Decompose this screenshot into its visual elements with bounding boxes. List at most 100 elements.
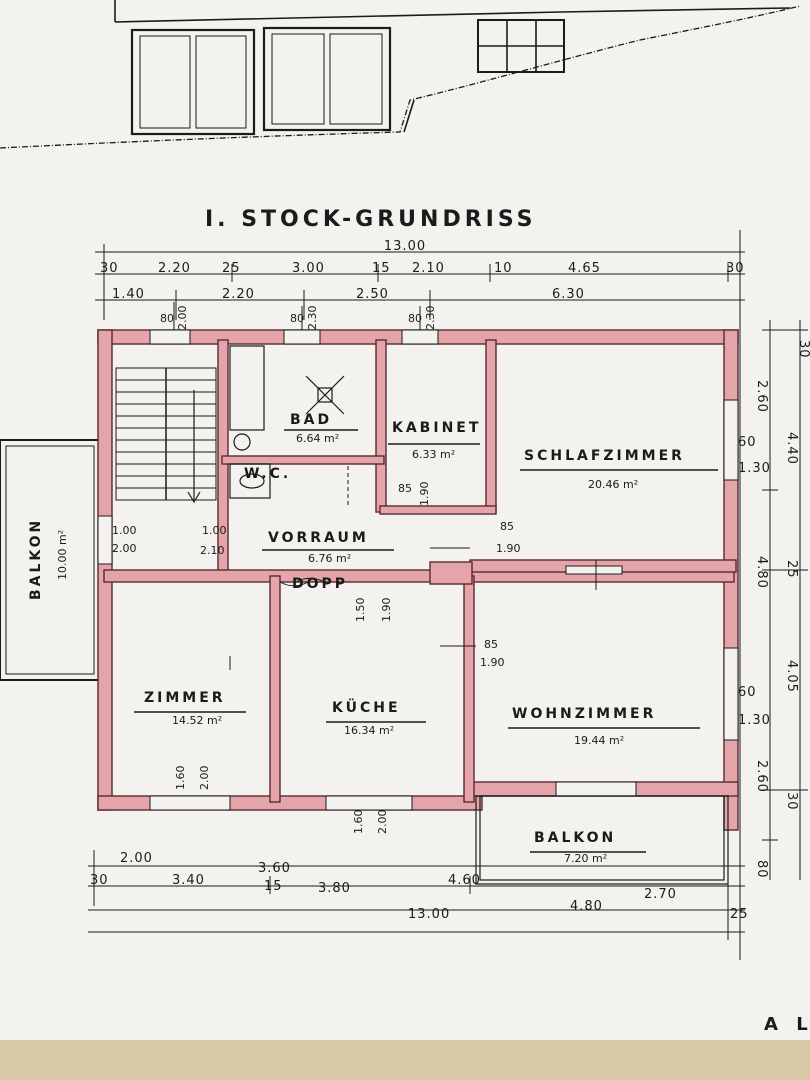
room-name-bad: BAD [290, 412, 332, 428]
room-area-bad: 6.64 m² [296, 432, 339, 445]
room-area-balkon-right: 7.20 m² [564, 852, 607, 865]
dm-17: 1.90 [480, 656, 505, 669]
dm-21: 2.00 [376, 810, 389, 835]
room-area-vorraum: 6.76 m² [308, 552, 351, 565]
room-area-zimmer: 14.52 m² [172, 714, 222, 727]
dim-bottom: 2.00 3.60 2.70 30 3.40 15 3.80 4.60 4.80… [90, 851, 749, 922]
dim-top-r2-1: 2.20 [222, 287, 255, 302]
room-name-vorraum: VORRAUM [268, 530, 369, 546]
dm-18: 1.60 [174, 766, 187, 791]
room-name-kueche: KÜCHE [332, 698, 401, 716]
room-labels: BAD 6.64 m² KABINET 6.33 m² SCHLAFZIMMER… [134, 412, 718, 865]
room-area-balkon-left: 10.00 m² [56, 530, 69, 580]
right-balcony [475, 795, 729, 885]
dim-b2-4: 4.60 [448, 873, 481, 888]
dm-1: 2.00 [176, 306, 189, 331]
dim-b2-6: 25 [730, 907, 749, 922]
dm-9: 1.90 [496, 542, 521, 555]
dim-top-r1-2: 25 [222, 261, 241, 276]
dim-r-2: 60 [738, 435, 757, 450]
room-name-balkon-left: BALKON [28, 518, 44, 600]
room-name-wohnzimmer: WOHNZIMMER [512, 706, 656, 722]
dm-15: 1.90 [380, 598, 393, 623]
dim-r-10: 2.60 [754, 760, 769, 793]
room-name-wc: W.C. [244, 466, 291, 482]
dim-top-r2-2: 2.50 [356, 287, 389, 302]
dim-b1-0: 2.00 [120, 851, 153, 866]
dm-4: 80 [408, 312, 422, 325]
dim-r-3: 4.40 [784, 432, 799, 465]
elevation-sketch [0, 0, 801, 149]
staircase [115, 367, 217, 504]
corner-text: A L [764, 1014, 810, 1035]
dim-r-5: 4.80 [754, 556, 769, 589]
dim-r-1: 2.60 [754, 380, 769, 413]
dim-top-row1: 30 2.20 25 3.00 15 2.10 10 4.65 30 [100, 261, 745, 276]
dim-b2-1: 3.40 [172, 873, 205, 888]
room-area-wohnzimmer: 19.44 m² [574, 734, 624, 747]
room-name-balkon-right: BALKON [534, 830, 616, 846]
room-name-zimmer: ZIMMER [144, 690, 226, 706]
table-edge [0, 1040, 810, 1080]
dim-top-r1-3: 3.00 [292, 261, 325, 276]
dim-r-6: 25 [784, 560, 799, 579]
dim-right-column: 30 2.60 60 4.40 1.30 4.80 25 4.05 60 1.3… [738, 340, 810, 879]
dim-r-4: 1.30 [738, 461, 771, 476]
dim-top-total: 13.00 [384, 239, 426, 254]
dm-3: 2.30 [306, 306, 319, 331]
door-dimension-marks: 80 2.00 80 2.30 80 2.30 85 1.90 85 1.90 … [112, 306, 521, 835]
dm-10: 1.00 [112, 524, 137, 537]
dim-top-r1-8: 30 [726, 261, 745, 276]
dm-2: 80 [290, 312, 304, 325]
dm-19: 2.00 [198, 766, 211, 791]
dim-r-7: 4.05 [784, 660, 799, 693]
room-name-schlafzimmer: SCHLAFZIMMER [524, 448, 685, 464]
dim-top-r1-4: 15 [372, 261, 391, 276]
dim-r-9: 1.30 [738, 713, 771, 728]
dm-5: 2.30 [424, 306, 437, 331]
dim-top-r1-0: 30 [100, 261, 119, 276]
bottom-dimensions [88, 850, 745, 940]
dim-top-r1-7: 4.65 [568, 261, 601, 276]
dim-r-0: 30 [796, 340, 810, 359]
window-openings [97, 329, 739, 811]
dim-top-r1-1: 2.20 [158, 261, 191, 276]
dim-b1-1: 3.60 [258, 861, 291, 876]
dim-top-r1-5: 2.10 [412, 261, 445, 276]
room-name-kabinet: KABINET [392, 420, 481, 436]
room-area-kueche: 16.34 m² [344, 724, 394, 737]
room-area-schlafzimmer: 20.46 m² [588, 478, 638, 491]
right-dimensions [762, 320, 808, 880]
dim-b2-5: 4.80 [570, 899, 603, 914]
dim-top-row2: 1.40 2.20 2.50 6.30 [112, 287, 585, 302]
dim-top-r1-6: 10 [494, 261, 513, 276]
dm-14: 1.50 [354, 598, 367, 623]
bath-fixtures [229, 345, 345, 499]
dim-top-r2-0: 1.40 [112, 287, 145, 302]
dim-b2-0: 30 [90, 873, 109, 888]
plan-title: I. STOCK-GRUNDRISS [205, 207, 537, 232]
dm-6: 85 [398, 482, 412, 495]
dm-12: 1.00 [202, 524, 227, 537]
dim-top-r2-3: 6.30 [552, 287, 585, 302]
dim-r-8: 60 [738, 685, 757, 700]
dim-r-12: 80 [754, 860, 769, 879]
dm-16: 85 [484, 638, 498, 651]
dm-0: 80 [160, 312, 174, 325]
dim-b2-2: 15 [264, 879, 283, 894]
dim-b2-3: 3.80 [318, 881, 351, 896]
room-area-kabinet: 6.33 m² [412, 448, 455, 461]
dm-7: 1.90 [418, 482, 431, 507]
dim-r-11: 30 [784, 792, 799, 811]
dm-20: 1.60 [352, 810, 365, 835]
dm-13: 2.10 [200, 544, 225, 557]
dim-bottom-total: 13.00 [408, 907, 450, 922]
door-note: DOPP [292, 576, 348, 592]
door-swings [173, 302, 597, 670]
paper-sheet [0, 0, 810, 1040]
dm-11: 2.00 [112, 542, 137, 555]
top-dimensions [95, 230, 745, 960]
dm-8: 85 [500, 520, 514, 533]
